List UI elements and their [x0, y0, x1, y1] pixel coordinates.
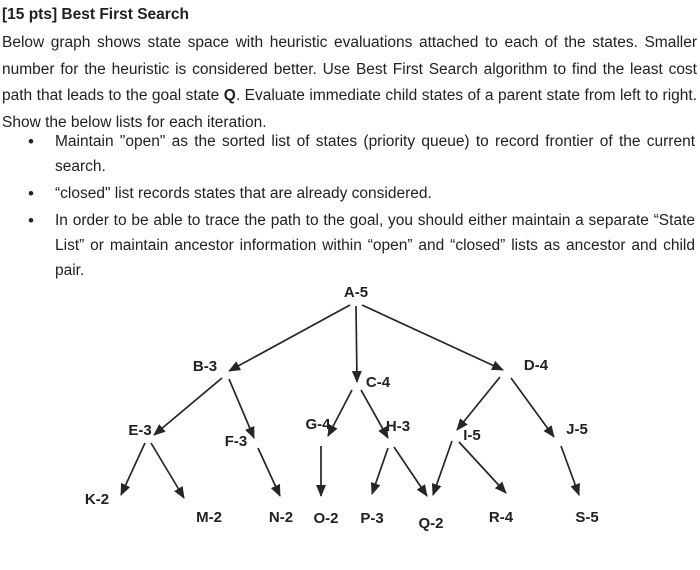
instruction-item-closed-list: “closed" list records states that are al… — [0, 181, 698, 206]
state-space-diagram: A-5B-3C-4 D-4E-3F-3 G-4 H-3I-5 J-5K-2M-2 N-2 O… — [85, 284, 599, 532]
node-label-A: A-5 — [344, 284, 368, 301]
edge-F-N — [257, 447, 281, 497]
problem-statement: Below graph shows state space with heuri… — [2, 30, 697, 136]
edge-A-D — [361, 304, 504, 371]
node-label-K: K-2 — [85, 491, 109, 508]
edge-E-K — [120, 442, 146, 496]
node-label-M: M-2 — [196, 509, 222, 526]
edge-D-J — [510, 377, 555, 438]
edge-I-R — [458, 441, 507, 494]
goal-state-emphasis: Q — [223, 87, 236, 104]
node-label-B: B-3 — [193, 358, 217, 375]
edge-I-Q — [431, 440, 453, 496]
node-label-P: P-3 — [360, 510, 383, 527]
node-label-O: O-2 — [313, 510, 338, 527]
node-label-J: J-5 — [566, 421, 588, 438]
instruction-list: Maintain "open" as the sorted list of st… — [0, 129, 698, 285]
node-label-N: N-2 — [269, 509, 293, 526]
edge-B-E — [153, 377, 223, 436]
instruction-item-state-list: In order to be able to trace the path to… — [0, 208, 698, 283]
edge-A-C — [351, 305, 362, 383]
problem-title: [15 pts] Best First Search — [2, 6, 189, 23]
edge-E-M — [150, 442, 185, 499]
node-label-Q: Q-2 — [418, 515, 443, 532]
node-label-S: S-5 — [575, 509, 598, 526]
edge-B-F — [228, 378, 255, 439]
edge-C-G — [327, 389, 353, 437]
node-label-E: E-3 — [128, 422, 151, 439]
edge-C-H — [360, 389, 389, 439]
instruction-item-open-list: Maintain "open" as the sorted list of st… — [0, 129, 698, 179]
problem-statement-text-2: . Evaluate immediate child states of a p… — [2, 87, 697, 131]
node-label-I: I-5 — [463, 427, 481, 444]
problem-statement-text-1: Below graph shows state space with heuri… — [2, 34, 697, 104]
node-label-R: R-4 — [489, 509, 514, 526]
node-label-G: G-4 — [305, 416, 331, 433]
node-label-H: H-3 — [386, 418, 410, 435]
node-label-D: D-4 — [524, 357, 549, 374]
edge-H-Q — [393, 446, 428, 497]
node-label-C: C-4 — [366, 374, 391, 391]
node-label-F: F-3 — [225, 433, 248, 450]
edge-J-S — [560, 445, 580, 496]
edge-D-I — [456, 376, 501, 431]
edge-H-P — [370, 447, 389, 495]
edge-A-B — [228, 304, 351, 372]
